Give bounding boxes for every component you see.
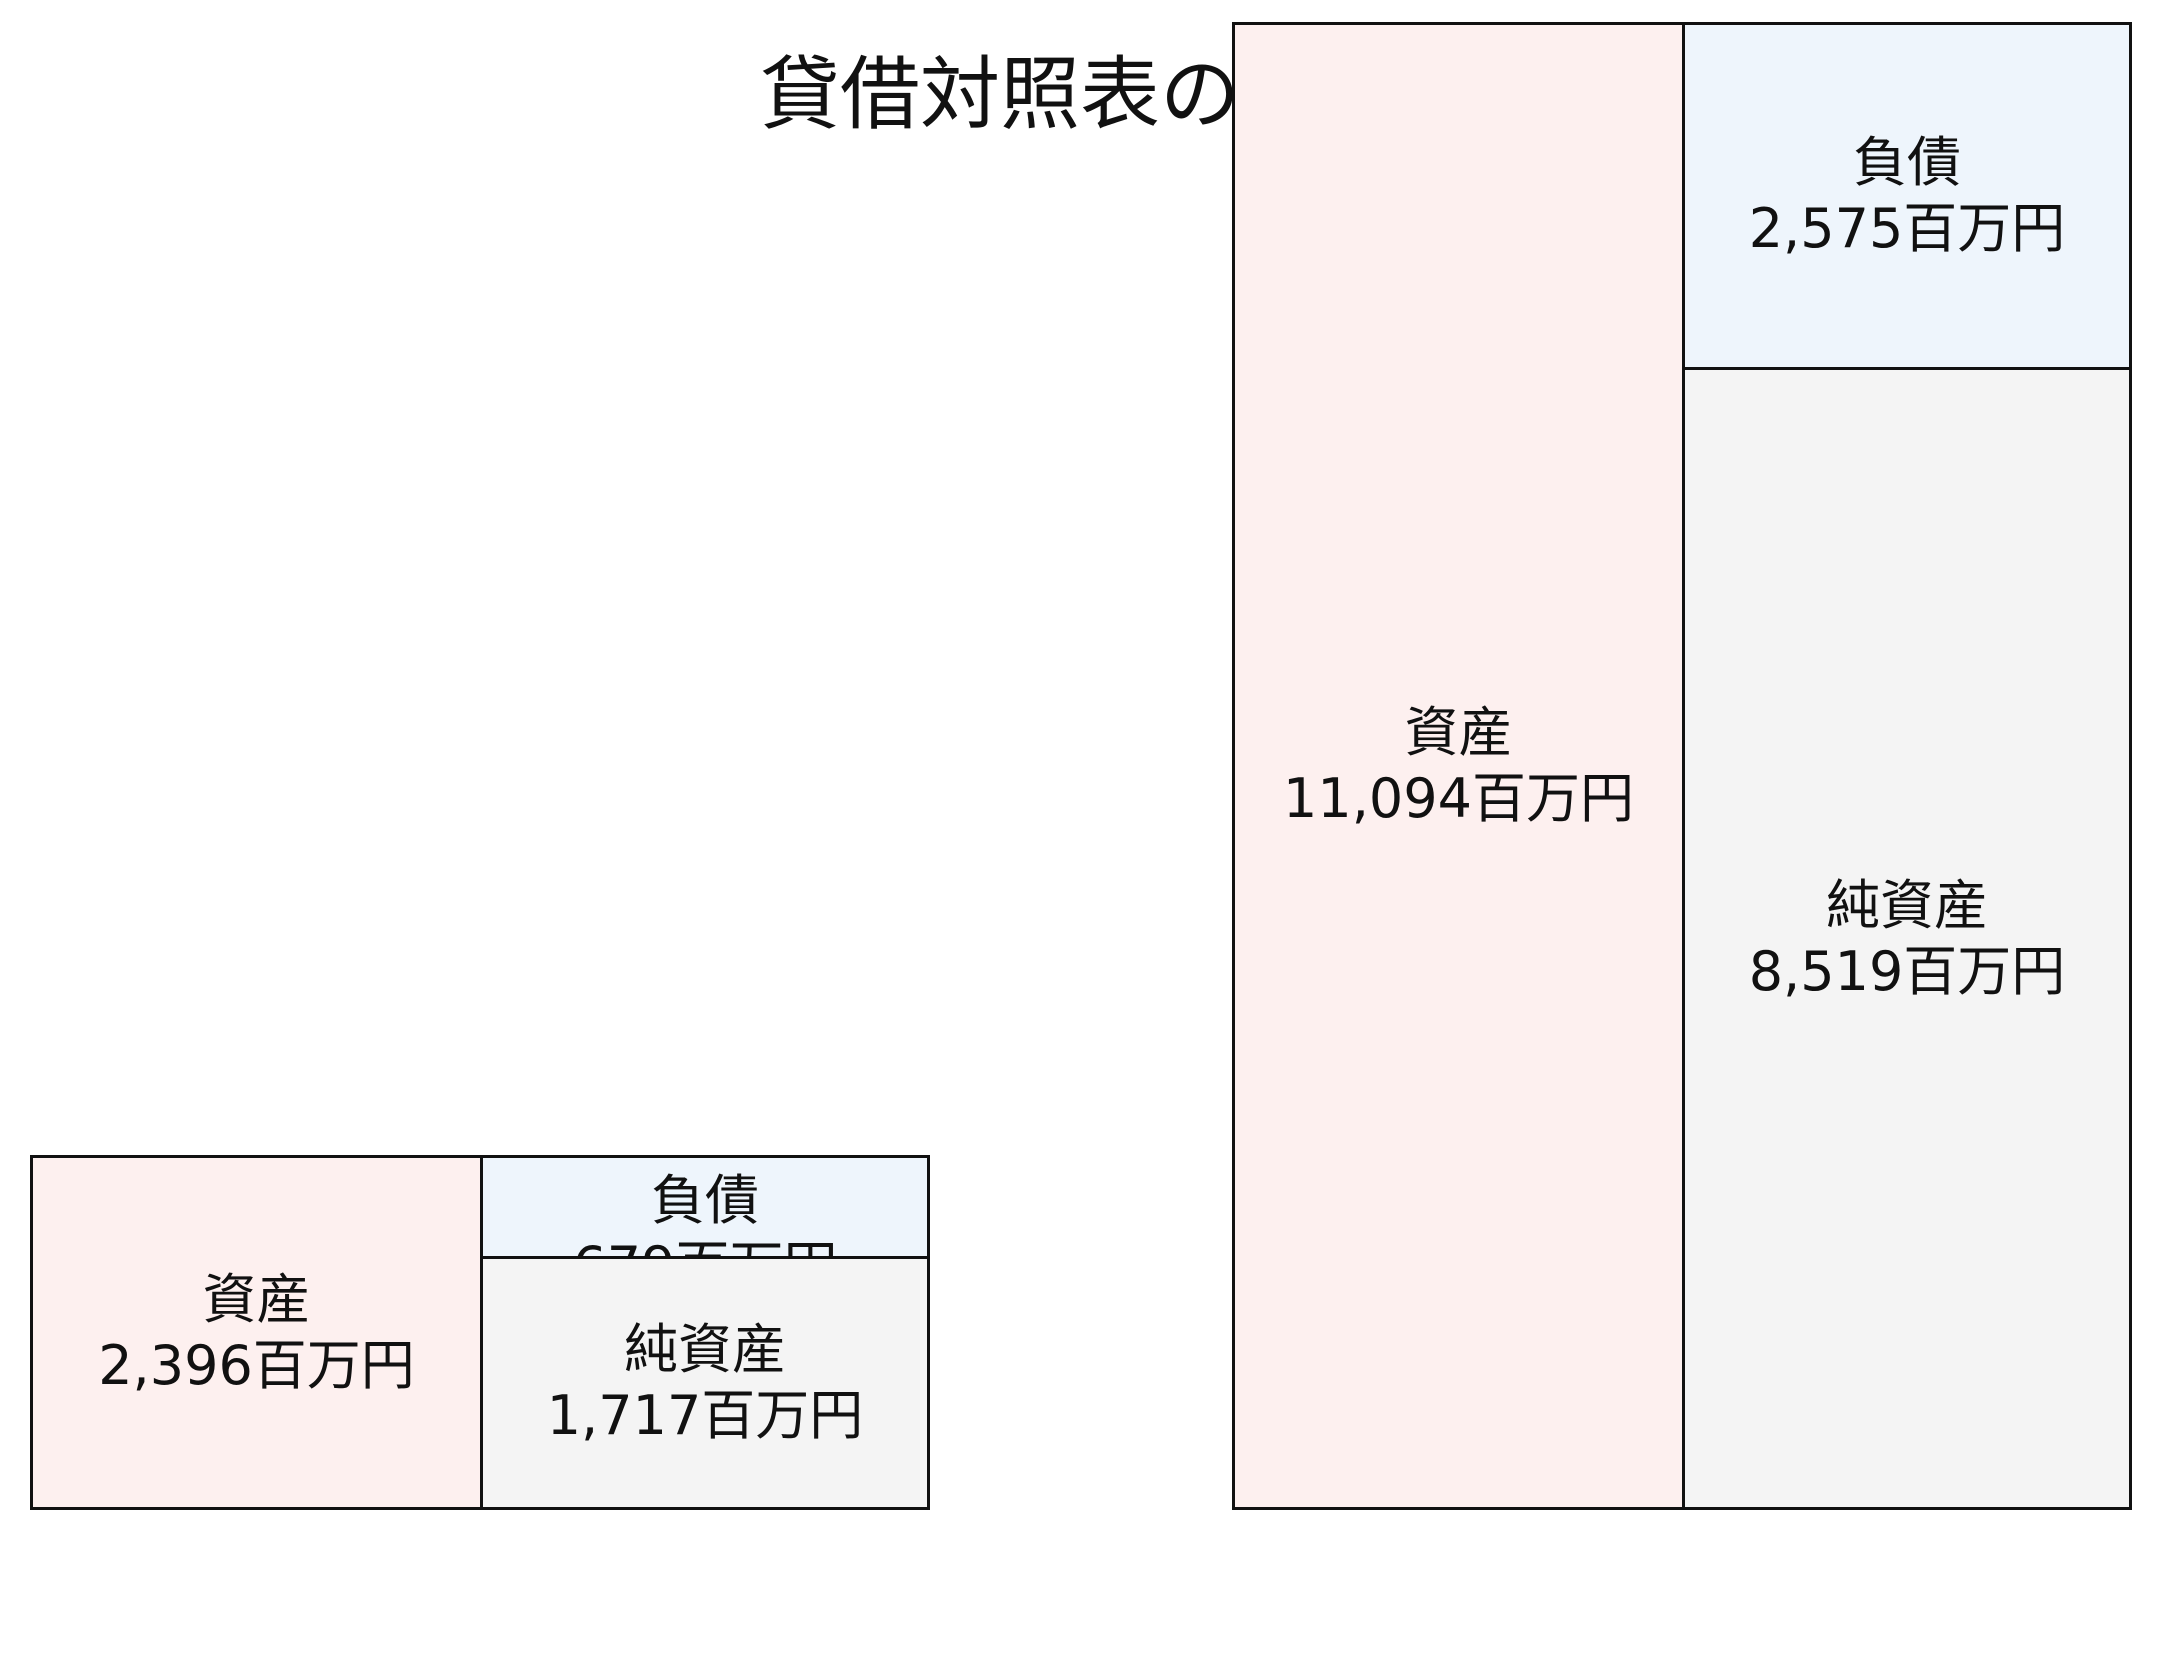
net-assets-label: 純資産 1,717百万円 (547, 1317, 864, 1449)
liabilities-name: 負債 (650, 1169, 759, 1232)
assets-label: 資産 11,094百万円 (1283, 700, 1634, 832)
net-assets-value: 8,519百万円 (1748, 939, 2066, 1003)
liabilities-block: 負債 2,575百万円 (1682, 22, 2132, 371)
assets-name: 資産 (1404, 701, 1513, 764)
net-assets-value: 1,717百万円 (546, 1383, 864, 1447)
liabilities-value: 2,575百万円 (1748, 197, 2066, 261)
liabilities-name: 負債 (1853, 131, 1961, 195)
liabilities-label: 負債 2,575百万円 (1749, 130, 2066, 262)
assets-value: 2,396百万円 (98, 1333, 415, 1397)
net-assets-name: 純資産 (1826, 873, 1988, 937)
assets-value: 11,094百万円 (1283, 767, 1634, 830)
assets-name: 資産 (202, 1267, 311, 1331)
liabilities-value: 679百万円 (572, 1234, 837, 1256)
assets-label: 資産 2,396百万円 (98, 1267, 415, 1399)
net-assets-block: 純資産 8,519百万円 (1682, 367, 2132, 1510)
liabilities-block: 負債 679百万円 (480, 1155, 930, 1259)
assets-block: 資産 11,094百万円 (1232, 22, 1685, 1510)
net-assets-label: 純資産 8,519百万円 (1749, 873, 2066, 1005)
liabilities-label: 負債 679百万円 (572, 1168, 837, 1256)
net-assets-name: 純資産 (624, 1317, 786, 1381)
balance-sheet-1: 資産 2,396百万円 負債 679百万円 純資産 1,717百万円 (30, 1155, 930, 1510)
assets-block: 資産 2,396百万円 (30, 1155, 483, 1510)
balance-sheet-2: 資産 11,094百万円 負債 2,575百万円 純資産 8,519百万円 (1232, 22, 2132, 1510)
net-assets-block: 純資産 1,717百万円 (480, 1255, 930, 1510)
